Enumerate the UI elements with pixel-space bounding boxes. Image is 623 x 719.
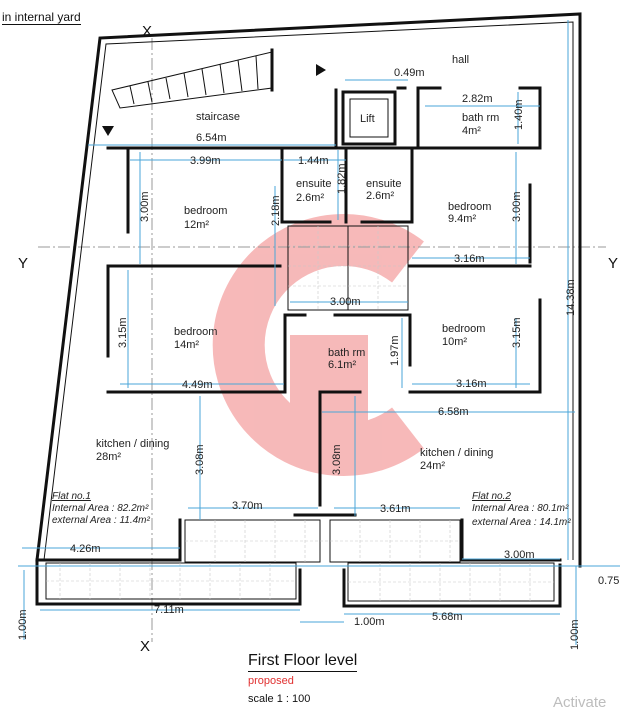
room-staircase: staircase bbox=[196, 111, 240, 123]
activate-watermark: Activate bbox=[553, 694, 607, 711]
dim-658: 6.58m bbox=[438, 406, 469, 418]
room-bedroom-tr-name: bedroom bbox=[448, 201, 491, 213]
room-ensuite-left-name: ensuite bbox=[296, 178, 331, 190]
dim-100-middle: 1.00m bbox=[354, 616, 385, 628]
room-kitchen-right-name: kitchen / dining bbox=[420, 447, 493, 459]
axis-x-bottom: X bbox=[140, 638, 150, 655]
flat1-external-area: external Area : 11.4m² bbox=[52, 515, 150, 526]
room-bedroom-mr-name: bedroom bbox=[442, 323, 485, 335]
dimension-labels: 0.49m 2.82m 1.40m 6.54m 3.99m 1.44m 1.82… bbox=[17, 67, 619, 650]
dimension-lines bbox=[18, 20, 620, 645]
drawing-title: First Floor level bbox=[248, 652, 358, 672]
outer-walls bbox=[35, 12, 582, 608]
dim-282: 2.82m bbox=[462, 93, 493, 105]
yard-note: in internal yard bbox=[2, 10, 81, 25]
room-ensuite-right-name: ensuite bbox=[366, 178, 401, 190]
dim-449: 4.49m bbox=[182, 379, 213, 391]
room-kitchen-right-area: 24m² bbox=[420, 460, 445, 472]
dim-197: 1.97m bbox=[389, 335, 401, 366]
light-well bbox=[287, 225, 409, 311]
dim-075: 0.75 bbox=[598, 575, 619, 587]
flat2-external-area: external Area : 14.1m² bbox=[472, 517, 571, 528]
dim-300-well: 3.00m bbox=[330, 296, 361, 308]
dim-568: 5.68m bbox=[432, 611, 463, 623]
dim-315-right: 3.15m bbox=[511, 317, 523, 348]
room-bath-top-name: bath rm bbox=[462, 112, 499, 124]
room-bath-mid-name: bath rm bbox=[328, 347, 365, 359]
drawing-scale: scale 1 : 100 bbox=[248, 693, 311, 705]
dim-399: 3.99m bbox=[190, 155, 221, 167]
room-ensuite-left-area: 2.6m² bbox=[296, 192, 324, 204]
center-lines bbox=[38, 38, 606, 642]
room-bedroom-ml-area: 14m² bbox=[174, 339, 199, 351]
dim-300-right: 3.00m bbox=[511, 191, 523, 222]
axis-y-right: Y bbox=[608, 255, 618, 272]
terrace-grid bbox=[45, 519, 555, 602]
room-hall: hall bbox=[452, 54, 469, 66]
room-bedroom-tr-area: 9.4m² bbox=[448, 213, 476, 225]
axis-x-top: X bbox=[142, 23, 152, 40]
room-bedroom-tl-name: bedroom bbox=[184, 205, 227, 217]
dim-100-left: 1.00m bbox=[17, 609, 29, 640]
flat1-title: Flat no.1 bbox=[52, 491, 91, 502]
room-ensuite-right-area: 2.6m² bbox=[366, 190, 394, 202]
dim-300-terrace: 3.00m bbox=[504, 549, 535, 561]
dim-100-right: 1.00m bbox=[569, 619, 581, 650]
title-block: First Floor level proposed scale 1 : 100 bbox=[248, 652, 428, 705]
dim-308-left: 3.08m bbox=[194, 444, 206, 475]
flat2-internal-area: Internal Area : 80.1m² bbox=[472, 503, 569, 514]
dim-300-left: 3.00m bbox=[139, 191, 151, 222]
dim-711: 7.11m bbox=[154, 604, 184, 616]
room-bedroom-tl-area: 12m² bbox=[184, 219, 209, 231]
drawing-status: proposed bbox=[248, 675, 294, 687]
dim-144: 1.44m bbox=[298, 155, 329, 167]
flat1-internal-area: Internal Area : 82.2m² bbox=[52, 503, 149, 514]
dim-1438: 14.38m bbox=[565, 279, 577, 316]
staircase-steps bbox=[111, 48, 274, 109]
dim-049: 0.49m bbox=[394, 67, 425, 79]
room-bath-top-area: 4m² bbox=[462, 125, 481, 137]
dim-361: 3.61m bbox=[380, 503, 411, 515]
room-lift: Lift bbox=[360, 113, 375, 125]
dim-654: 6.54m bbox=[196, 132, 227, 144]
room-bedroom-mr-area: 10m² bbox=[442, 336, 467, 348]
watermark-logo bbox=[212, 214, 424, 476]
dim-316-bottom: 3.16m bbox=[456, 378, 487, 390]
flat2-title: Flat no.2 bbox=[472, 491, 511, 502]
dim-182: 1.82m bbox=[336, 163, 348, 194]
dim-370: 3.70m bbox=[232, 500, 263, 512]
dim-140: 1.40m bbox=[513, 99, 525, 130]
dim-316-top: 3.16m bbox=[454, 253, 485, 265]
room-kitchen-left-name: kitchen / dining bbox=[96, 438, 169, 450]
room-bedroom-ml-name: bedroom bbox=[174, 326, 217, 338]
axis-y-left: Y bbox=[18, 255, 28, 272]
dim-426: 4.26m bbox=[70, 543, 101, 555]
room-bath-mid-area: 6.1m² bbox=[328, 359, 356, 371]
dim-308-right: 3.08m bbox=[331, 444, 343, 475]
direction-marker-down bbox=[102, 126, 114, 136]
interior-walls bbox=[106, 86, 542, 560]
dim-315-left: 3.15m bbox=[117, 317, 129, 348]
direction-marker-right bbox=[316, 64, 326, 76]
dim-218: 2.18m bbox=[270, 195, 282, 226]
room-kitchen-left-area: 28m² bbox=[96, 451, 121, 463]
